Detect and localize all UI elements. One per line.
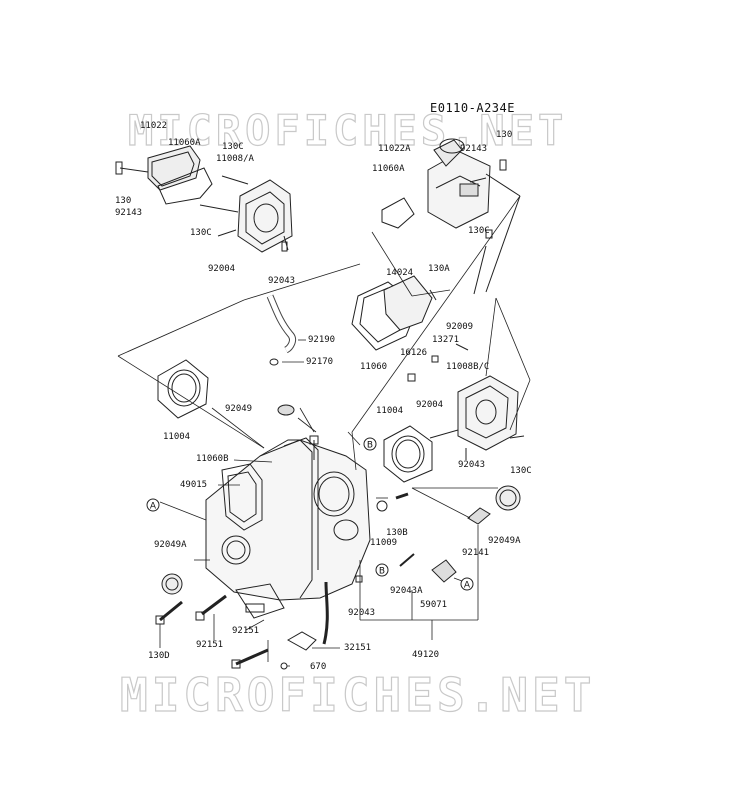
callout-a-left: A [150, 502, 157, 512]
diagram-code: E0110-A234E [430, 101, 515, 115]
oil-seals [161, 485, 521, 595]
callout-markers: A B B A [146, 437, 474, 670]
gasket-plate [351, 229, 493, 351]
label-11009: 11009 [370, 538, 398, 548]
label-13271: 13271 [432, 335, 460, 345]
label-92190: 92190 [308, 335, 336, 345]
bolts [155, 343, 469, 669]
label-130c-mid: 130C [190, 228, 212, 238]
label-49015: 49015 [180, 480, 208, 490]
label-670: 670 [310, 662, 327, 672]
label-11060: 11060 [360, 362, 388, 372]
label-92141: 92141 [462, 548, 490, 558]
label-92151-b: 92151 [232, 626, 260, 636]
label-92043a: 92043A [390, 586, 423, 596]
label-92049: 92049 [225, 404, 253, 414]
gasket-left [157, 359, 209, 419]
label-92151-a: 92151 [196, 640, 224, 650]
label-49120: 49120 [412, 650, 440, 660]
label-11060a-left: 11060A [168, 138, 201, 148]
label-130a: 130A [428, 264, 450, 274]
label-130d: 130D [148, 651, 170, 661]
breather-hose [266, 294, 296, 366]
label-59071: 59071 [420, 600, 448, 610]
label-92143-right: 92143 [460, 144, 488, 154]
label-92043-top: 92043 [268, 276, 296, 286]
label-32151: 32151 [344, 643, 372, 653]
label-92043-bottom: 92043 [348, 608, 376, 618]
callout-a-right: A [464, 581, 471, 591]
watermark-top: MICROFICHES.NET [127, 105, 568, 155]
label-130-right: 130 [496, 130, 513, 140]
label-92143-left: 92143 [115, 208, 143, 218]
cylinder-head-right [429, 375, 525, 460]
label-11060a-right: 11060A [372, 164, 405, 174]
label-11004-left: 11004 [163, 432, 191, 442]
label-11008bc: 11008B/C [446, 362, 490, 372]
label-11022a: 11022A [378, 144, 411, 154]
crankcase [205, 404, 371, 651]
label-92049a-left: 92049A [154, 540, 187, 550]
label-92043-right: 92043 [458, 460, 486, 470]
gasket-right [383, 425, 433, 483]
head-cover-left [115, 145, 293, 253]
label-130c-lower: 130C [510, 466, 532, 476]
label-14024: 14024 [386, 268, 414, 278]
callout-b-top: B [367, 441, 373, 451]
label-92009: 92009 [446, 322, 474, 332]
label-11008a: 11008/A [216, 154, 254, 164]
label-130c-right: 130C [468, 226, 490, 236]
watermark-bottom: MICROFICHES.NET [119, 667, 596, 722]
callout-b-bottom: B [379, 567, 385, 577]
label-92004-right: 92004 [416, 400, 444, 410]
label-16126: 16126 [400, 348, 428, 358]
label-130c-top: 130C [222, 142, 244, 152]
head-cover-right [381, 138, 521, 293]
label-11022: 11022 [140, 121, 168, 131]
label-130b: 130B [386, 528, 408, 538]
label-92004-top: 92004 [208, 264, 236, 274]
label-11060b: 11060B [196, 454, 229, 464]
label-130-left: 130 [115, 196, 132, 206]
label-11004-right: 11004 [376, 406, 404, 416]
label-92170: 92170 [306, 357, 334, 367]
label-92049a-right: 92049A [488, 536, 521, 546]
